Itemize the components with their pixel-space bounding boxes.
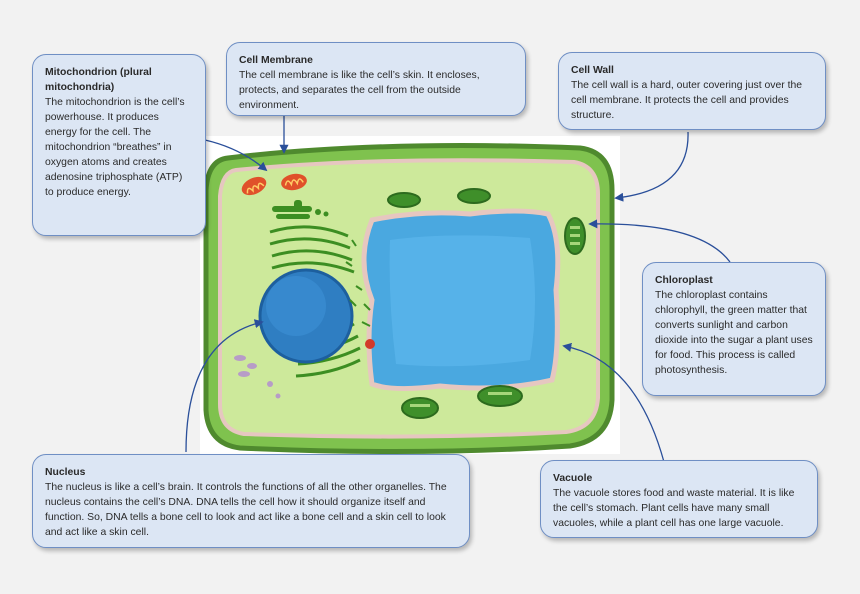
callout-cell-membrane: Cell Membrane The cell membrane is like … (226, 42, 526, 116)
callout-title: Vacuole (553, 473, 593, 484)
callout-nucleus: Nucleus The nucleus is like a cell’s bra… (32, 454, 470, 548)
ribosomes (345, 239, 371, 327)
arrow-vacuole (562, 342, 665, 463)
golgi-body (272, 200, 329, 219)
chloroplasts (387, 188, 586, 419)
callout-cell-wall: Cell Wall The cell wall is a hard, outer… (558, 52, 826, 130)
callout-text: The mitochondrion is the cell’s powerhou… (45, 97, 185, 198)
callout-title: Nucleus (45, 467, 86, 478)
connector-arrows (185, 116, 731, 463)
callout-text: The vacuole stores food and waste materi… (553, 488, 795, 529)
arrow-cell-wall (614, 131, 689, 202)
callout-text: The chloroplast contains chlorophyll, th… (655, 290, 813, 376)
callout-title: Cell Wall (571, 65, 614, 76)
callout-title: Cell Membrane (239, 55, 313, 66)
arrow-nucleus (185, 319, 264, 453)
callout-text: The cell wall is a hard, outer covering … (571, 80, 803, 121)
callout-mitochondrion: Mitochondrion (plural mitochondria) The … (32, 54, 206, 236)
callout-title: Mitochondrion (plural mitochondria) (45, 67, 152, 93)
callout-title: Chloroplast (655, 275, 713, 286)
callout-text: The cell membrane is like the cell’s ski… (239, 70, 480, 111)
small-vesicles (234, 355, 281, 399)
arrow-mitochondrion (204, 139, 268, 172)
callout-text: The nucleus is like a cell’s brain. It c… (45, 482, 447, 538)
lysosome (365, 339, 375, 349)
arrow-chloroplast (588, 219, 731, 263)
callout-vacuole: Vacuole The vacuole stores food and wast… (540, 460, 818, 538)
callout-chloroplast: Chloroplast The chloroplast contains chl… (642, 262, 826, 396)
mitochondria (241, 173, 307, 196)
